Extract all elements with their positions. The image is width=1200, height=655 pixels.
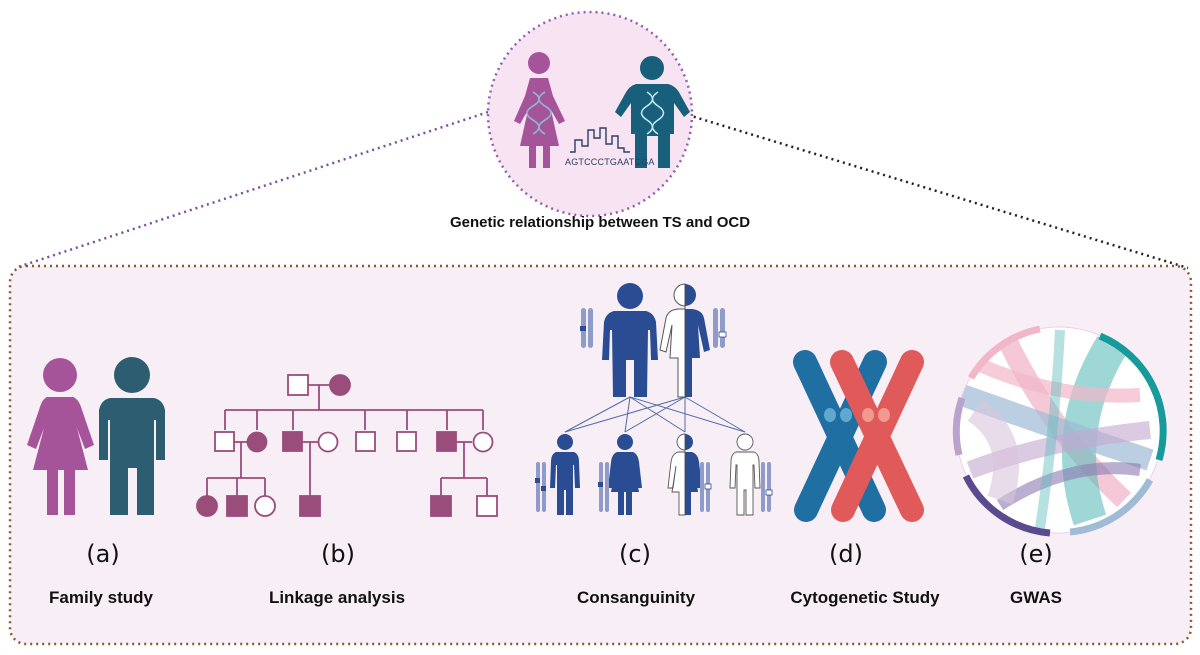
label-consanguinity: Consanguinity xyxy=(576,588,696,607)
child-icon xyxy=(667,433,702,516)
left-connector-line xyxy=(14,110,489,270)
circos-plot xyxy=(952,325,1167,537)
woman-icon xyxy=(514,52,565,168)
figure-title: Genetic relationship between TS and OCD xyxy=(449,214,751,231)
label-gwas: GWAS xyxy=(1010,588,1062,607)
centromere-icon xyxy=(862,408,874,422)
chromosome-red-icon xyxy=(830,350,924,522)
panel-letter-a: (a) xyxy=(86,540,120,568)
label-family-study: Family study xyxy=(49,588,153,607)
dna-helix-icon xyxy=(526,91,552,135)
centromere-icon xyxy=(878,408,890,422)
mother-icon xyxy=(659,283,710,398)
centromere-icon xyxy=(824,408,836,422)
panel-letter-e: (e) xyxy=(1019,540,1053,568)
dna-sequence: AGTCCCTGAATCGA xyxy=(565,157,655,167)
panel-letter-c: (c) xyxy=(619,540,651,568)
child-icon xyxy=(608,434,642,515)
child-icon xyxy=(729,433,761,516)
dna-helix-icon xyxy=(640,91,665,135)
label-linkage-analysis: Linkage analysis xyxy=(268,588,406,607)
father-icon xyxy=(602,283,658,397)
panel-letter-d: (d) xyxy=(829,540,863,568)
pedigree-chart xyxy=(196,374,498,517)
panel-letter-b: (b) xyxy=(321,540,355,568)
inheritance-lines xyxy=(564,396,746,433)
label-cytogenetic-study: Cytogenetic Study xyxy=(790,588,940,607)
centromere-icon xyxy=(840,408,852,422)
family-woman-icon xyxy=(27,358,94,515)
sequence-trace-icon xyxy=(570,127,630,153)
chromosome-pair-icon xyxy=(535,462,773,512)
methods-panel xyxy=(8,264,1193,646)
chromosome-pair-icon xyxy=(580,308,727,348)
right-connector-line xyxy=(687,113,1189,270)
child-icon xyxy=(550,434,580,515)
family-man-icon xyxy=(99,357,165,515)
